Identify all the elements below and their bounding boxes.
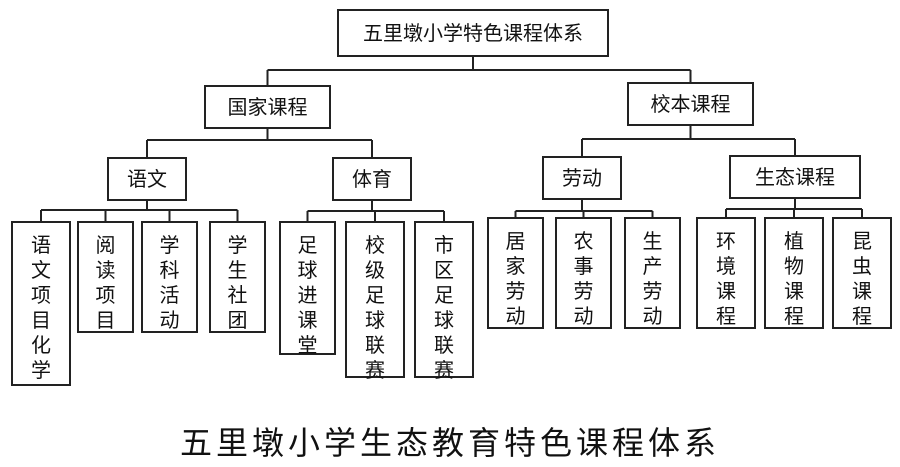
node-farm-labor: 农事劳动 bbox=[555, 217, 612, 329]
node-box-reading bbox=[77, 221, 134, 333]
node-label-farm-labor: 农事劳动 bbox=[574, 229, 594, 328]
node-box-club bbox=[209, 221, 266, 333]
node-box-national bbox=[204, 85, 331, 129]
node-box-pe bbox=[332, 157, 412, 201]
node-national: 国家课程 bbox=[204, 85, 331, 129]
node-label-chinese-chem: 语文项目化学 bbox=[31, 233, 51, 382]
node-box-insect bbox=[832, 217, 892, 329]
node-box-city-league bbox=[414, 221, 474, 378]
node-pe: 体育 bbox=[332, 157, 412, 201]
node-label-club: 学生社团 bbox=[228, 233, 248, 332]
node-reading: 阅读项目 bbox=[77, 221, 134, 333]
node-box-env bbox=[696, 217, 756, 329]
node-label-insect: 昆虫课程 bbox=[852, 229, 872, 328]
node-label-national: 国家课程 bbox=[228, 95, 308, 119]
node-label-football-class: 足球进课堂 bbox=[298, 233, 318, 357]
diagram-edges bbox=[40, 56, 863, 222]
node-label-home-labor: 居家劳动 bbox=[506, 229, 526, 328]
node-subject: 学科活动 bbox=[141, 221, 198, 333]
node-box-school-league bbox=[345, 221, 405, 378]
node-box-plant bbox=[764, 217, 824, 329]
node-box-subject bbox=[141, 221, 198, 333]
node-label-plant: 植物课程 bbox=[784, 229, 804, 328]
node-school-league: 校级足球联赛 bbox=[345, 221, 405, 382]
node-prod-labor: 生产劳动 bbox=[624, 217, 681, 329]
node-label-school: 校本课程 bbox=[651, 92, 731, 116]
node-box-labor bbox=[542, 156, 622, 200]
node-labor: 劳动 bbox=[542, 156, 622, 200]
node-label-root: 五里墩小学特色课程体系 bbox=[363, 21, 583, 45]
node-label-prod-labor: 生产劳动 bbox=[643, 229, 663, 328]
node-club: 学生社团 bbox=[209, 221, 266, 333]
node-chinese: 语文 bbox=[107, 157, 187, 201]
node-root: 五里墩小学特色课程体系 bbox=[337, 9, 609, 57]
node-env: 环境课程 bbox=[696, 217, 756, 329]
node-label-chinese: 语文 bbox=[127, 167, 167, 191]
node-box-chinese-chem bbox=[11, 221, 71, 386]
node-box-eco bbox=[729, 155, 861, 199]
node-school: 校本课程 bbox=[627, 82, 754, 126]
node-label-eco: 生态课程 bbox=[755, 165, 835, 189]
node-box-school bbox=[627, 82, 754, 126]
node-chinese-chem: 语文项目化学 bbox=[11, 221, 71, 386]
node-eco: 生态课程 bbox=[729, 155, 861, 199]
node-plant: 植物课程 bbox=[764, 217, 824, 329]
node-label-subject: 学科活动 bbox=[160, 233, 180, 332]
node-label-env: 环境课程 bbox=[716, 229, 736, 328]
node-box-prod-labor bbox=[624, 217, 681, 329]
node-city-league: 市区足球联赛 bbox=[414, 221, 474, 382]
node-box-football-class bbox=[279, 221, 336, 355]
node-label-reading: 阅读项目 bbox=[96, 233, 116, 332]
node-home-labor: 居家劳动 bbox=[487, 217, 544, 329]
node-box-chinese bbox=[107, 157, 187, 201]
node-label-pe: 体育 bbox=[352, 167, 392, 191]
node-label-labor: 劳动 bbox=[562, 166, 602, 190]
node-football-class: 足球进课堂 bbox=[279, 221, 336, 357]
node-label-school-league: 校级足球联赛 bbox=[365, 233, 385, 382]
diagram-caption: 五里墩小学生态教育特色课程体系 bbox=[179, 424, 720, 462]
node-insect: 昆虫课程 bbox=[832, 217, 892, 329]
node-box-farm-labor bbox=[555, 217, 612, 329]
node-box-root bbox=[337, 9, 609, 57]
node-label-city-league: 市区足球联赛 bbox=[434, 233, 454, 382]
node-box-home-labor bbox=[487, 217, 544, 329]
